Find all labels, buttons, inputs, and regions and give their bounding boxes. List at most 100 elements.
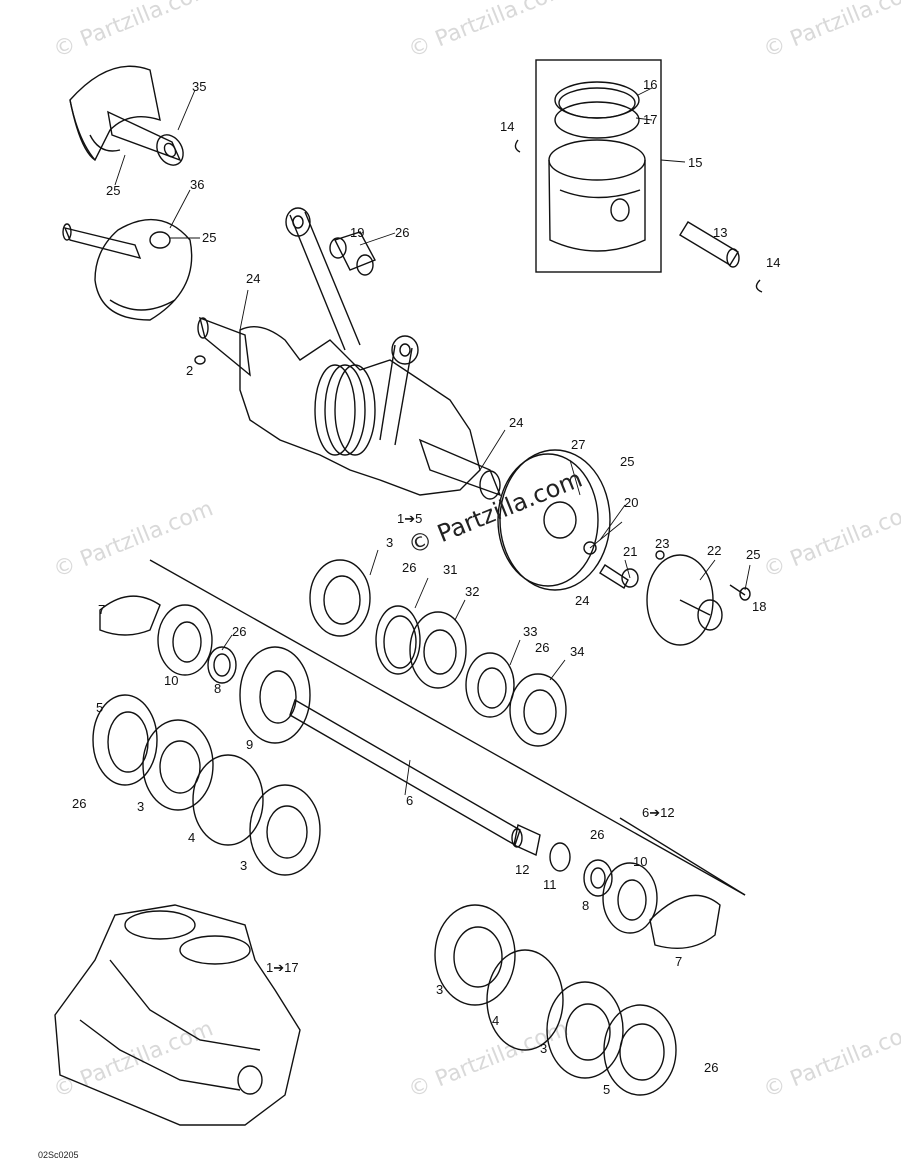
- shaft-guide-line: [149, 559, 746, 896]
- piston-box: [535, 59, 662, 273]
- part-35-crank-half: [69, 65, 184, 166]
- part-22-coupler: [646, 554, 723, 646]
- part-7-cover: [99, 595, 161, 636]
- part-14-circlip: [514, 139, 521, 153]
- label-36: 36: [190, 177, 205, 192]
- leader-lines: [114, 87, 751, 796]
- part-15-piston: [548, 139, 646, 252]
- part-32-gear: [409, 611, 467, 689]
- part-5-seal: [603, 1004, 677, 1096]
- label-24: 24: [509, 415, 524, 430]
- label-7: 7: [675, 954, 683, 969]
- part-4-oring: [486, 949, 564, 1051]
- label-3: 3: [386, 535, 394, 550]
- part-16-17-rings: [554, 81, 640, 139]
- label-26: 26: [395, 225, 410, 240]
- part-3-bearing: [546, 981, 624, 1079]
- label-10: 10: [633, 854, 648, 869]
- part-3-bearing: [434, 904, 516, 1006]
- label-20: 20: [624, 495, 639, 510]
- part-3-bearing: [309, 559, 371, 637]
- label-5: 5: [603, 1082, 611, 1097]
- label-24: 24: [246, 271, 261, 286]
- label-26: 26: [535, 640, 550, 655]
- part-18-screw: [729, 584, 751, 601]
- label-16: 16: [643, 77, 658, 92]
- label-11: 11: [543, 877, 557, 892]
- label-9: 9: [246, 737, 254, 752]
- part-21-bolt: [599, 564, 639, 590]
- label-4: 4: [492, 1013, 500, 1028]
- part-4-oring: [192, 754, 264, 846]
- label-12: 12: [515, 862, 530, 877]
- label-2: 2: [186, 363, 194, 378]
- label-7: 7: [98, 602, 106, 617]
- part-2-key: [194, 355, 206, 365]
- label-5: 5: [96, 700, 104, 715]
- part-3-bearing: [249, 784, 321, 876]
- label-26: 26: [590, 827, 605, 842]
- label-3: 3: [436, 982, 444, 997]
- diagram-code: 02Sc0205: [38, 1150, 79, 1160]
- label-6: 6: [406, 793, 414, 808]
- label-34: 34: [570, 644, 585, 659]
- label-1-5: 1➔5: [397, 511, 423, 526]
- shaft-group-bracket: [619, 817, 746, 896]
- label-26: 26: [72, 796, 87, 811]
- label-31: 31: [443, 562, 458, 577]
- label-26: 26: [402, 560, 417, 575]
- part-7-cover: [649, 894, 721, 950]
- label-13: 13: [713, 225, 728, 240]
- part-9-gear: [239, 646, 311, 744]
- label-6-12: 6➔12: [642, 805, 675, 820]
- label-32: 32: [465, 584, 480, 599]
- label-17: 17: [643, 112, 658, 127]
- label-15: 15: [688, 155, 703, 170]
- part-8-seal: [583, 859, 613, 897]
- part-23-nut: [655, 550, 665, 560]
- part-13-piston-pin: [679, 221, 740, 268]
- label-23: 23: [655, 536, 670, 551]
- label-27: 27: [571, 437, 586, 452]
- label-8: 8: [214, 681, 222, 696]
- label-3: 3: [137, 799, 145, 814]
- part-12-needle-bearing: [513, 823, 541, 857]
- part-19-needle-bearing: [329, 231, 376, 276]
- crankshaft-assembly: [197, 207, 502, 500]
- label-19: 19: [350, 225, 365, 240]
- part-33-seal: [465, 652, 515, 718]
- label-18: 18: [752, 599, 767, 614]
- label-26: 26: [704, 1060, 719, 1075]
- part-3-bearing: [142, 719, 214, 811]
- part-10-bearing: [602, 862, 658, 934]
- label-4: 4: [188, 830, 196, 845]
- part-20-washer: [583, 541, 597, 555]
- part-11-ring: [549, 842, 571, 872]
- part-27-flywheel: [497, 449, 611, 591]
- label-25: 25: [106, 183, 121, 198]
- label-26: 26: [232, 624, 247, 639]
- label-21: 21: [623, 544, 638, 559]
- label-3: 3: [240, 858, 248, 873]
- label-25: 25: [620, 454, 635, 469]
- part-36-crank-half: [62, 218, 193, 321]
- part-14-circlip: [755, 279, 763, 293]
- label-1-17: 1➔17: [266, 960, 299, 975]
- label-25: 25: [202, 230, 217, 245]
- label-14: 14: [766, 255, 781, 270]
- part-34-bearing: [509, 673, 567, 747]
- part-6-shaft: [289, 698, 523, 848]
- part-10-bearing: [157, 604, 213, 676]
- part-8-seal: [207, 646, 237, 684]
- label-14: 14: [500, 119, 515, 134]
- part-31-seal: [375, 605, 421, 675]
- label-25: 25: [746, 547, 761, 562]
- label-22: 22: [707, 543, 722, 558]
- label-24: 24: [575, 593, 590, 608]
- engine-block: [54, 904, 301, 1126]
- label-33: 33: [523, 624, 538, 639]
- label-3: 3: [540, 1041, 548, 1056]
- label-8: 8: [582, 898, 590, 913]
